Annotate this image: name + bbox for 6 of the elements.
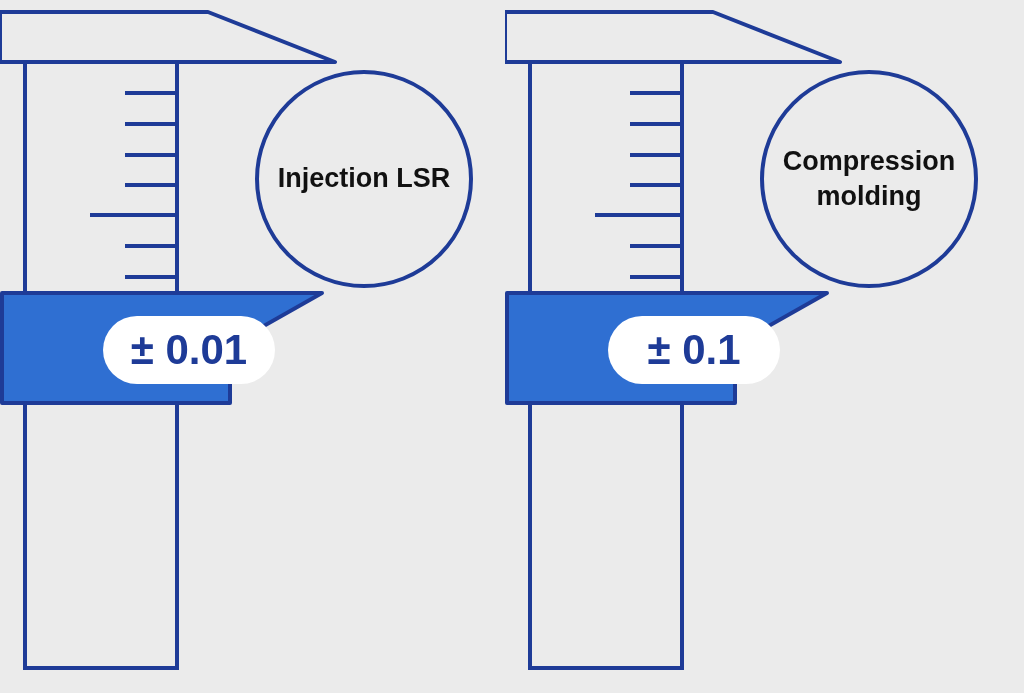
tolerance-value: ± 0.01 [130,326,248,374]
tolerance-badge [103,316,275,384]
process-label: Compression molding [781,144,957,213]
tolerance-value: ± 0.1 [647,326,741,374]
process-label: Injection LSR [277,162,451,196]
tolerance-badge [608,316,780,384]
